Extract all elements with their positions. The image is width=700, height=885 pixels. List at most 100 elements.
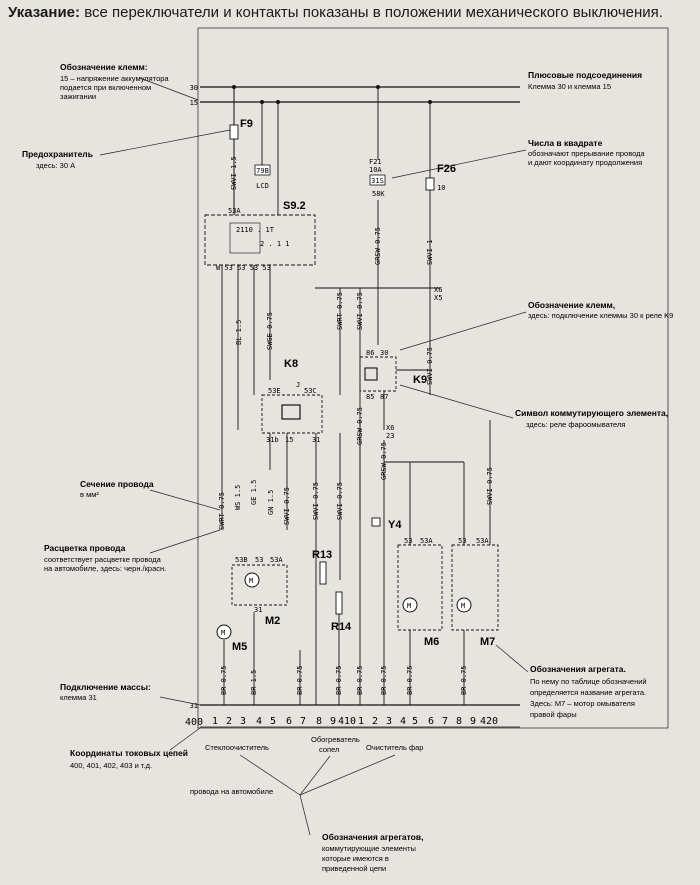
annotation-circuits: Стеклоочиститель Обогреватель сопел Очис… xyxy=(190,735,423,873)
coord-cell: 2 xyxy=(372,716,378,727)
annotation-plus: Плюсовые подсоединения Клемма 30 и клемм… xyxy=(528,70,642,91)
x6-mid-label: X6 xyxy=(386,424,394,432)
ground-label-2: BR 1.5 xyxy=(250,670,258,695)
wire-label-w1: SWVI 1.5 xyxy=(230,156,238,190)
r14-label: R14 xyxy=(331,621,352,633)
x5-label: X5 xyxy=(434,294,442,302)
heater-r13 xyxy=(319,561,327,585)
motor-m5-letter: M xyxy=(221,629,225,637)
m2-pin-53a: 53A xyxy=(270,556,283,564)
motor-m7-symbol xyxy=(456,597,472,613)
wire-label-w13: SWVI 0.75 xyxy=(312,482,320,520)
ann-switch-leader xyxy=(399,384,514,419)
wire-label-w16: SWVI 0.75 xyxy=(426,347,434,385)
k8-pin-53e: 53E xyxy=(268,387,281,395)
coord-cell: 3 xyxy=(386,716,392,727)
ann-terminal-line3: зажигании xyxy=(60,92,96,101)
m7-pin-53a: 53A xyxy=(476,537,489,545)
annotation-aggregate: Обозначения агрегата. По нему по таблице… xyxy=(495,644,647,719)
m6-label: M6 xyxy=(424,636,439,648)
wire-label-w8: SWRT 0.75 xyxy=(218,492,226,530)
wire-label-w10: GE 1.5 xyxy=(250,480,258,505)
ann-leader-d xyxy=(299,794,311,836)
ann-units-line2: которые имеются в xyxy=(322,854,389,863)
wire-label-w7: SWVI 1 xyxy=(426,240,434,265)
ann-terminal-leader xyxy=(139,77,199,101)
coord-400: 400 xyxy=(185,717,203,728)
relay-k8 xyxy=(261,394,323,434)
ann-nozzle-line2: сопел xyxy=(319,745,339,754)
wire-label-w11: GN 1.5 xyxy=(267,490,275,515)
motor-m7-box xyxy=(451,544,499,631)
s92-row1: 2110 . 1T xyxy=(236,226,275,234)
ann-fuse-title: Предохранитель xyxy=(22,149,93,159)
motor-m7-letter: M xyxy=(461,602,465,610)
k9-pin-85: 85 xyxy=(366,393,374,401)
ann-leader-a xyxy=(239,754,301,796)
k8-pin-j: J xyxy=(296,381,300,389)
ann-color-leader xyxy=(149,529,221,554)
ann-square-title: Числа в квадрате xyxy=(528,138,603,148)
wire-label-w17: GRSW 0.75 xyxy=(356,407,364,445)
node-30-f21 xyxy=(376,85,380,89)
coord-cell: 6 xyxy=(428,716,434,727)
lcd-label: LCD xyxy=(256,182,269,190)
annotation-klemm: Обозначение клемм, здесь: подключение кл… xyxy=(399,300,673,351)
coord-cell: 1 xyxy=(358,716,364,727)
ann-fuse-leader xyxy=(99,129,231,156)
f21-label: F21 xyxy=(369,158,382,166)
annotation-coordinates: Координаты токовых цепей 400, 401, 402, … xyxy=(70,727,201,770)
box-58k-label: 58K xyxy=(372,190,385,198)
ann-agg-line4: правой фары xyxy=(530,710,577,719)
annotation-ground: Подключение массы: клемма 31 xyxy=(60,682,201,706)
ann-section-leader xyxy=(149,489,221,511)
m2-pin-53: 53 xyxy=(255,556,263,564)
k9-label: K9 xyxy=(413,374,427,386)
ann-section-body: в мм² xyxy=(80,490,99,499)
ann-terminal-line1: 15 – напряжение аккумулятора xyxy=(60,74,169,83)
ann-color-line1: соответствует расцветке провода xyxy=(44,555,162,564)
ann-square-line2: и дают координату продолжения xyxy=(528,158,642,167)
k8-pin-31b: 31b xyxy=(266,436,279,444)
header-note-label: Указание: xyxy=(8,4,81,21)
fuse-f9 xyxy=(229,124,239,140)
wire-label-w9: WS 1.5 xyxy=(234,485,242,510)
x6-top-label: X6 xyxy=(434,286,442,294)
relay-k9-coil xyxy=(364,367,378,381)
coord-cell: 3 xyxy=(240,716,246,727)
ann-square-leader xyxy=(391,149,527,179)
coord-cell: 5 xyxy=(412,716,418,727)
coord-cell: 7 xyxy=(300,716,306,727)
s92-contact-block xyxy=(229,222,261,254)
fuse-f26 xyxy=(425,177,435,191)
ann-square-line1: обозначают прерывание провода xyxy=(528,149,646,158)
x6-23-label: 23 xyxy=(386,432,394,440)
m2-pin-31: 31 xyxy=(254,606,262,614)
header-note-text: все переключатели и контакты показаны в … xyxy=(84,4,663,21)
ann-leader-b xyxy=(299,755,331,796)
heater-r14 xyxy=(335,591,343,615)
ann-plus-title: Плюсовые подсоединения xyxy=(528,70,642,80)
wire-label-w15: GRSW 0.75 xyxy=(380,442,388,480)
coord-410: 410 xyxy=(338,716,356,727)
ann-agg-line2: определяется название агрегата. xyxy=(530,688,646,697)
ann-ground-title: Подключение массы: xyxy=(60,682,151,692)
ann-terminal-line2: подается при включенном xyxy=(60,83,151,92)
s92-row3: W 53 53 53 53 xyxy=(216,264,271,272)
header-note: Указание: все переключатели и контакты п… xyxy=(8,4,663,21)
relay-k9 xyxy=(359,356,397,392)
wire-label-w3: BL 1.5 xyxy=(235,320,243,345)
y4-label: Y4 xyxy=(388,519,402,531)
annotation-color: Расцветка провода соответствует расцветк… xyxy=(44,529,221,573)
ann-headlamp: Очиститель фар xyxy=(366,743,423,752)
m5-label: M5 xyxy=(232,641,247,653)
rail-30-label: 30 xyxy=(190,84,198,92)
wire-label-w2: SWVI 0.75 xyxy=(356,292,364,330)
s92-pin-53a: 53A xyxy=(228,207,241,215)
coord-cell: 2 xyxy=(226,716,232,727)
ann-vehicle-wires: провода на автомобиле xyxy=(190,787,273,796)
m7-label: M7 xyxy=(480,636,495,648)
coord-cell: 9 xyxy=(470,716,476,727)
